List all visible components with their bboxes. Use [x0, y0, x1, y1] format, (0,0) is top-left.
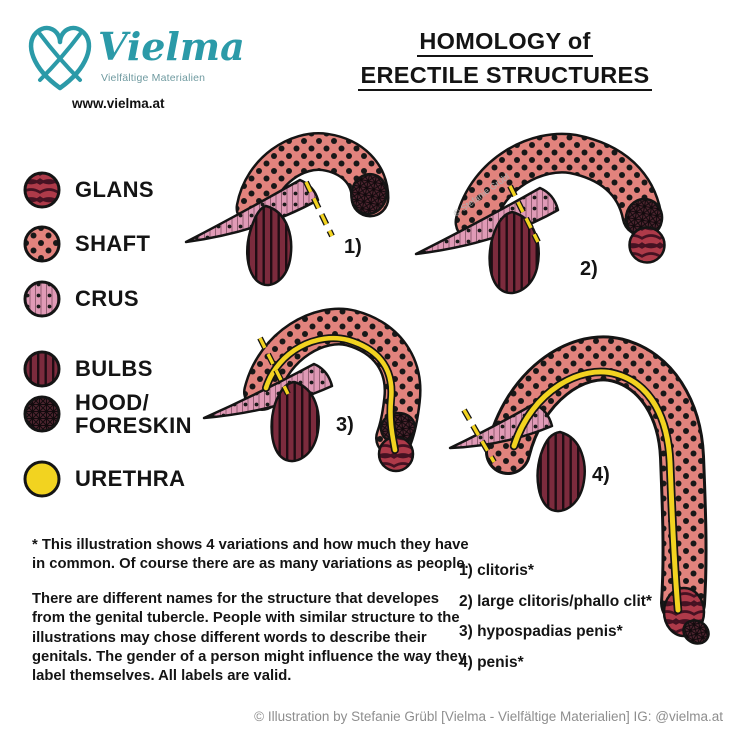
label-hypospadias-penis: 3) hypospadias penis* — [459, 623, 623, 640]
bulb-shape — [246, 204, 293, 287]
bulb-shape — [488, 210, 540, 295]
figure-labels-list: 1) clitoris* 2) large clitoris/phallo cl… — [459, 562, 652, 684]
glans-shape — [628, 226, 666, 264]
legend-label-crus: CRUS — [75, 286, 139, 311]
hood-swatch-icon — [23, 395, 61, 433]
brand-tagline: Vielfältige Materialien — [101, 72, 206, 84]
incision-dashed-line — [304, 181, 334, 237]
shaft-swatch-icon — [23, 225, 61, 263]
bulbs-swatch-icon — [23, 350, 61, 388]
figure-1-number: 1) — [344, 236, 362, 258]
figure-3-hypospadias-penis-illustration — [202, 307, 422, 473]
crus-swatch-icon — [23, 280, 61, 318]
title-line-2: ERECTILE STRUCTURES — [358, 62, 652, 92]
urethra-line — [263, 335, 398, 453]
hood-shape — [350, 172, 388, 216]
brand-logo: Vielma Vielfältige Materialien www.vielm… — [20, 10, 245, 120]
figure-1-clitoris-illustration — [184, 132, 390, 287]
incision-dashed-line — [508, 185, 540, 243]
legend-label-glans: GLANS — [75, 177, 154, 202]
label-penis: 4) penis* — [459, 653, 524, 671]
bulb-shape — [270, 380, 320, 463]
legend-label-urethra: URETHRA — [75, 466, 186, 491]
brand-url: www.vielma.at — [72, 96, 165, 111]
bulb-shape — [536, 430, 586, 513]
legend-item-shaft: SHAFT — [22, 224, 150, 264]
explanation-text: * This illustration shows 4 variations a… — [32, 536, 470, 702]
legend-item-hood-foreskin: HOOD/ FORESKIN — [22, 391, 192, 437]
hood-shape — [682, 619, 710, 645]
heart-outline — [28, 25, 92, 91]
title-line-1: HOMOLOGY of — [417, 28, 593, 57]
note-paragraph-1: * This illustration shows 4 variations a… — [32, 537, 469, 573]
legend-item-urethra: URETHRA — [22, 459, 185, 499]
urethra-swatch-icon — [23, 460, 61, 498]
page-title: HOMOLOGY of ERECTILE STRUCTURES — [340, 24, 670, 92]
figure-2-large-clitoris-illustration — [414, 132, 666, 295]
shaft-shape — [457, 135, 660, 240]
note-paragraph-2: There are different names for the struct… — [32, 590, 467, 685]
incision-dashed-line — [462, 409, 496, 463]
legend-item-glans: GLANS — [22, 170, 154, 210]
figure-4-number: 4) — [592, 464, 610, 486]
figure-3-number: 3) — [336, 414, 354, 436]
shaft-shape — [488, 338, 705, 623]
legend-label-hood-line1: HOOD/ — [75, 390, 150, 415]
legend-label-bulbs: BULBS — [75, 356, 153, 381]
copyright-credit: © Illustration by Stefanie Grübl [Vielma… — [254, 709, 723, 724]
legend-label-shaft: SHAFT — [75, 231, 151, 256]
heart-loop-line — [38, 32, 82, 82]
label-large-clitoris: 2) large clitoris/phallo clit* — [459, 592, 652, 610]
figure-2-number: 2) — [580, 258, 598, 280]
legend-label-hood-line2: FORESKIN — [75, 413, 192, 439]
legend-label-hood-foreskin: HOOD/ FORESKIN — [75, 391, 192, 437]
incision-dashed-line — [258, 337, 290, 395]
legend-item-bulbs: BULBS — [22, 349, 153, 389]
brand-name: Vielma — [98, 24, 245, 69]
glans-swatch-icon — [23, 171, 61, 209]
figure-4-penis-illustration — [448, 335, 710, 645]
label-clitoris: 1) clitoris* — [459, 562, 534, 579]
legend-item-crus: CRUS — [22, 279, 139, 319]
vielma-heart-logo-icon — [28, 25, 92, 91]
urethra-line — [511, 369, 681, 613]
